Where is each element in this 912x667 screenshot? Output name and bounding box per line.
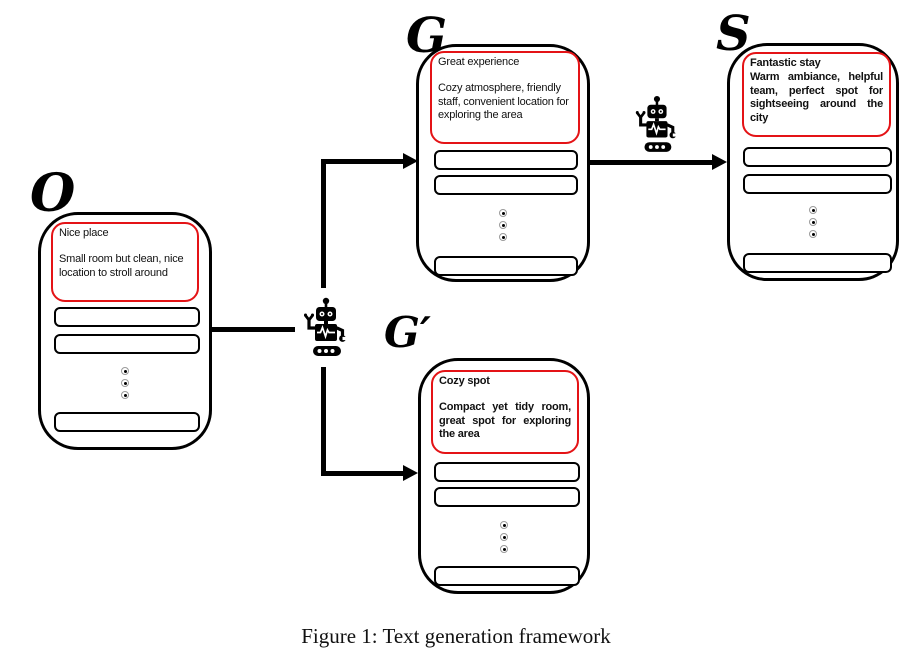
review-title: Fantastic stay [750, 57, 821, 69]
prime-mark: ′ [419, 308, 431, 357]
highlighted-review-box: Nice place Small room but clean, nice lo… [51, 222, 199, 302]
ellipsis-dot [500, 545, 508, 553]
empty-review-slot [434, 150, 578, 170]
arrow-right-icon [712, 154, 727, 170]
ellipsis-dot [500, 533, 508, 541]
ellipsis-dot [809, 206, 817, 214]
robot-icon [304, 297, 348, 356]
arrow-right-icon [403, 465, 418, 481]
highlighted-review-box: Fantastic stay Warm ambiance, helpful te… [742, 52, 891, 137]
node-card-S: Fantastic stay Warm ambiance, helpful te… [727, 43, 899, 281]
empty-review-slot [434, 487, 580, 507]
review-title: Nice place [59, 227, 109, 239]
connector-line [321, 159, 404, 164]
ellipsis-dot [499, 221, 507, 229]
review-title: Great experience [438, 56, 520, 68]
node-card-G: Great experience Cozy atmosphere, friend… [416, 44, 590, 282]
vertical-ellipsis-icon [500, 521, 508, 553]
ellipsis-dot [499, 209, 507, 217]
ellipsis-dot [121, 367, 129, 375]
node-label-G-prime-letter: G [384, 308, 420, 357]
connector-line [590, 160, 713, 165]
connector-line [211, 327, 295, 332]
empty-review-slot [434, 175, 578, 195]
connector-line [321, 367, 326, 476]
connector-line [321, 159, 326, 288]
highlighted-review-box: Cozy spot Compact yet tidy room, great s… [431, 370, 579, 454]
ellipsis-dot [121, 391, 129, 399]
ellipsis-dot [499, 233, 507, 241]
empty-review-slot [54, 412, 200, 432]
ellipsis-dot [809, 218, 817, 226]
empty-review-slot [434, 566, 580, 586]
figure-caption: Figure 1: Text generation framework [301, 624, 611, 648]
empty-review-slot [743, 147, 892, 167]
empty-review-slot [743, 174, 892, 194]
empty-review-slot [434, 256, 578, 276]
ellipsis-dot [500, 521, 508, 529]
connector-line [321, 471, 404, 476]
vertical-ellipsis-icon [121, 367, 129, 399]
review-body: Small room but clean, nice location to s… [59, 252, 184, 279]
review-title: Cozy spot [439, 375, 490, 387]
arrow-right-icon [403, 153, 418, 169]
vertical-ellipsis-icon [499, 209, 507, 241]
empty-review-slot [434, 462, 580, 482]
highlighted-review-box: Great experience Cozy atmosphere, friend… [430, 51, 580, 144]
review-body: Warm ambiance, helpful team, perfect spo… [750, 70, 883, 125]
robot-icon [635, 95, 678, 152]
review-body: Cozy atmosphere, friendly staff, conveni… [438, 81, 569, 122]
empty-review-slot [54, 307, 200, 327]
node-card-O: Nice place Small room but clean, nice lo… [38, 212, 212, 450]
ellipsis-dot [809, 230, 817, 238]
empty-review-slot [54, 334, 200, 354]
node-label-G-prime: G′ [384, 312, 431, 354]
empty-review-slot [743, 253, 892, 273]
vertical-ellipsis-icon [809, 206, 817, 238]
node-card-G-prime: Cozy spot Compact yet tidy room, great s… [418, 358, 590, 594]
ellipsis-dot [121, 379, 129, 387]
review-body: Compact yet tidy room, great spot for ex… [439, 400, 571, 441]
node-label-O: O [30, 163, 76, 224]
